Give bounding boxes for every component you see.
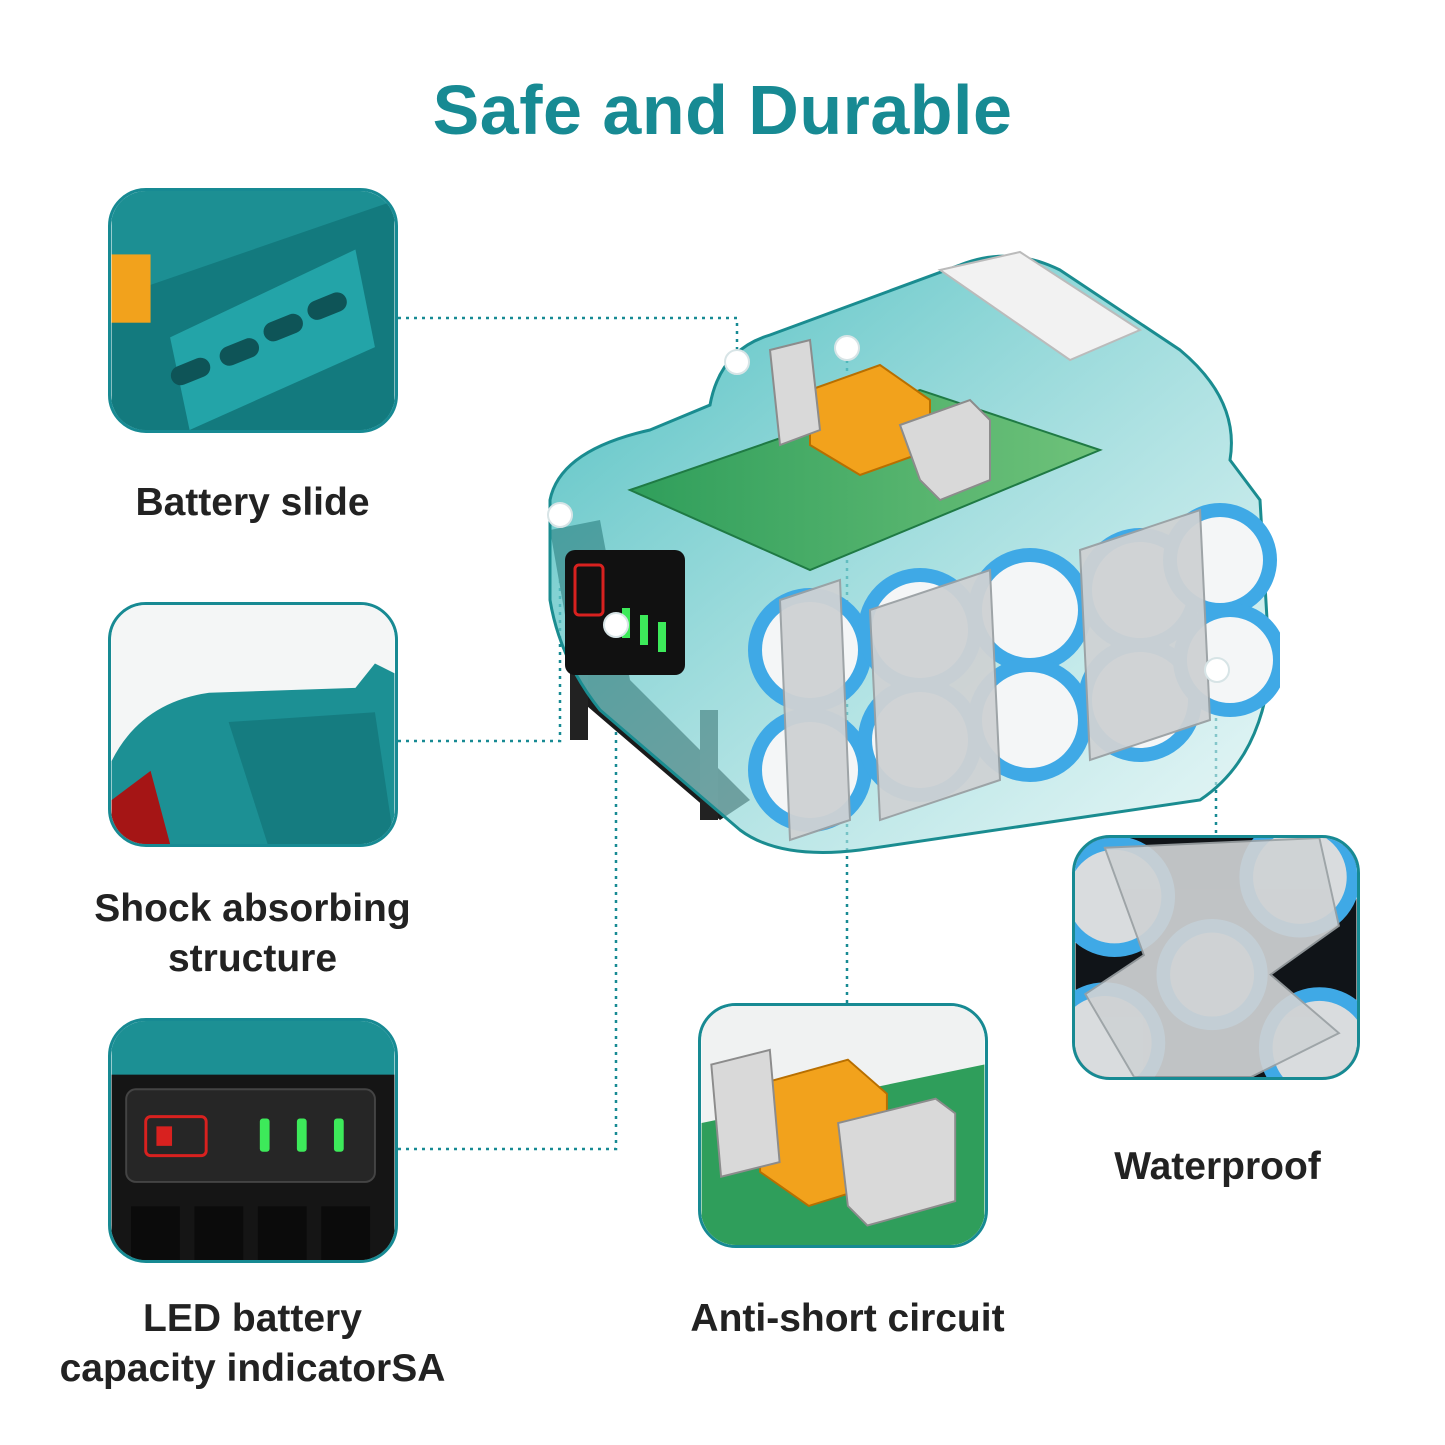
line-led (398, 625, 618, 1151)
waterproof-image (1075, 838, 1357, 1077)
shock-absorbing-line-2: structure (167, 937, 338, 980)
anti-short-circuit-image (701, 1006, 985, 1245)
page-title: Safe and Durable (432, 71, 1013, 149)
anti-short-circuit-label: Anti-short circuit (690, 1297, 1005, 1340)
led-indicator-line-1: LED battery (143, 1297, 362, 1340)
battery-cutaway-image (547, 250, 1280, 854)
anti-short-circuit-card (698, 1003, 988, 1248)
waterproof-card (1072, 835, 1360, 1080)
shock-absorbing-image (111, 605, 395, 844)
battery-slide-label: Battery slide (135, 481, 370, 524)
shock-absorbing-line-1: Shock absorbing (94, 887, 411, 930)
battery-slide-card (108, 188, 398, 433)
battery-slide-image (111, 191, 395, 430)
line-battery-slide (398, 316, 739, 362)
line-shock (398, 515, 562, 743)
led-indicator-label: LED battery capacity indicatorSA (20, 1294, 485, 1394)
shock-absorbing-card (108, 602, 398, 847)
led-indicator-card (108, 1018, 398, 1263)
led-indicator-line-2: capacity indicatorSA (59, 1347, 446, 1390)
led-indicator-image (111, 1021, 395, 1260)
shock-absorbing-label: Shock absorbing structure (40, 884, 465, 984)
waterproof-label: Waterproof (1114, 1145, 1321, 1188)
